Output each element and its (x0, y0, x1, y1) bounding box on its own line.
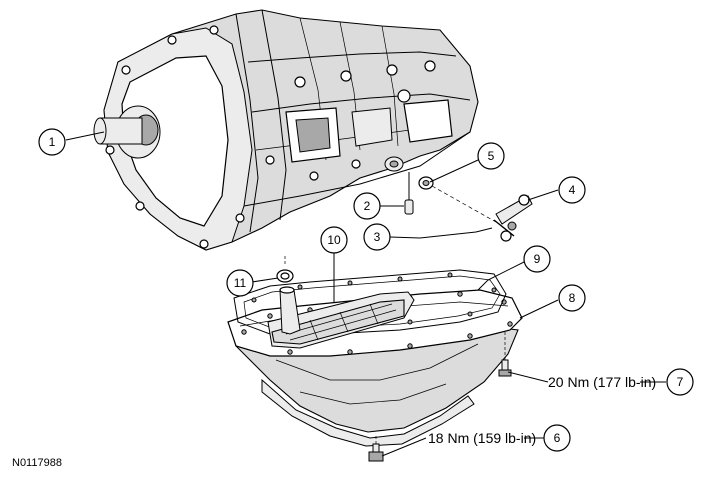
part-10-filter (267, 286, 415, 349)
torque-label-7: 20 Nm (177 lb-in) (548, 374, 656, 390)
svg-text:2: 2 (364, 199, 371, 213)
svg-text:3: 3 (374, 230, 381, 244)
svg-text:6: 6 (554, 431, 561, 445)
callout-6: 6 (543, 424, 571, 452)
part-6-drain-plug (368, 436, 384, 462)
part-2-pin (404, 172, 414, 215)
callout-4: 4 (558, 176, 586, 204)
torque-label-6: 18 Nm (159 lb-in) (428, 430, 536, 446)
transmission-case (93, 9, 479, 251)
svg-text:10: 10 (327, 233, 341, 247)
svg-text:4: 4 (569, 183, 576, 197)
part-11-o-ring (276, 256, 294, 283)
callout-8: 8 (558, 284, 586, 312)
callout-2: 2 (353, 192, 381, 220)
callout-5: 5 (477, 142, 505, 170)
svg-text:7: 7 (677, 375, 684, 389)
callout-9: 9 (523, 245, 551, 273)
figure-id: N0117988 (12, 457, 62, 469)
callout-7: 7 (666, 368, 694, 396)
part-4-linkage (431, 185, 533, 242)
leader-lines (65, 131, 666, 457)
part-7-bolt (498, 332, 512, 377)
callout-3: 3 (363, 223, 391, 251)
svg-text:5: 5 (488, 149, 495, 163)
callout-1: 1 (38, 128, 66, 156)
svg-text:9: 9 (534, 252, 541, 266)
svg-text:11: 11 (234, 276, 247, 290)
part-3-rod (419, 227, 493, 239)
callout-11: 11 (226, 269, 254, 297)
svg-text:8: 8 (569, 291, 576, 305)
callout-10: 10 (320, 226, 348, 254)
part-5-seal (418, 176, 434, 190)
svg-text:1: 1 (49, 135, 56, 149)
